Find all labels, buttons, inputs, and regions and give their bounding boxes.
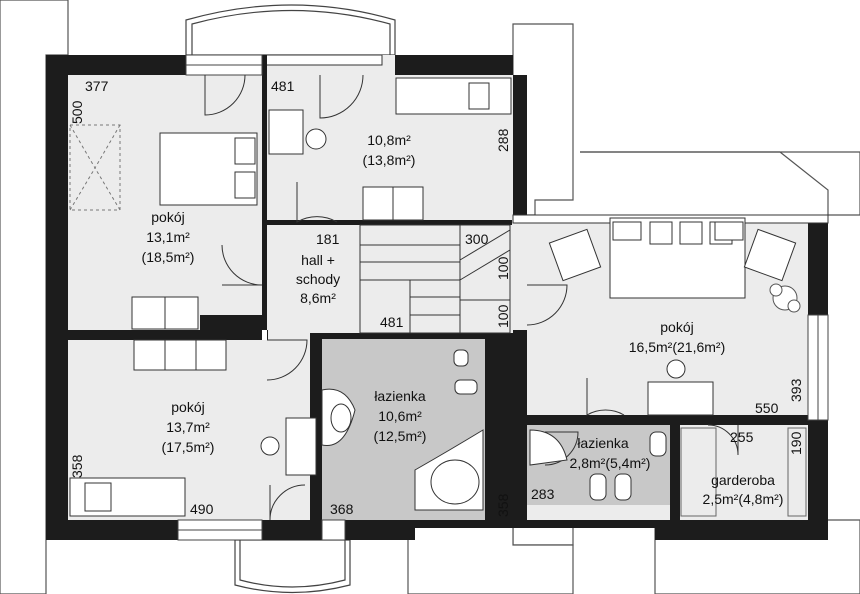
dim-393: 393 [788,378,804,402]
dim-300: 300 [465,231,489,247]
walls [46,54,829,540]
dim-100-a: 100 [495,256,511,280]
dim-358-left: 358 [69,454,85,478]
dim-255: 255 [730,429,754,445]
dim-550: 550 [755,400,779,416]
room-label-hall-line2: schody [296,271,340,287]
room-label-bedroom-e-name: pokój [660,319,693,335]
room-label-bedroom-e-area: 16,5m²(21,6m²) [629,339,725,355]
dim-100-b: 100 [495,304,511,328]
room-label-bathroom-small-area: 2,8m²(5,4m²) [570,455,651,471]
room-label-hall-area: 8,6m² [300,290,336,306]
room-label-room-n-total: (13,8m²) [363,152,416,168]
room-label-bathroom-small-name: łazienka [577,435,629,451]
dim-500: 500 [69,100,85,124]
dimension-labels: 377 500 481 288 181 300 100 100 481 393 … [69,78,804,517]
room-labels: pokój 13,1m² (18,5m²) 10,8m² (13,8m²) ha… [142,132,784,507]
dim-181: 181 [316,231,340,247]
interior-walls [68,55,818,525]
room-label-bedroom-sw-name: pokój [171,399,204,415]
room-label-bathroom-main-total: (12,5m²) [374,428,427,444]
bay-window-bottom [234,539,351,594]
room-label-bedroom-nw-area: 13,1m² [146,229,190,245]
dim-377: 377 [85,78,109,94]
room-label-bedroom-sw-area: 13,7m² [166,419,210,435]
furniture [69,77,807,517]
bay-window-top [185,4,396,56]
room-label-wardrobe-area: 2,5m²(4,8m²) [703,491,784,507]
room-label-bathroom-main-name: łazienka [374,388,426,404]
room-label-bedroom-sw-total: (17,5m²) [162,439,215,455]
dim-283: 283 [531,486,555,502]
dim-490: 490 [190,501,214,517]
dim-190: 190 [788,431,804,455]
room-label-room-n-area: 10,8m² [367,132,411,148]
staircase [359,224,511,334]
room-label-wardrobe-name: garderoba [711,472,775,488]
room-label-bedroom-nw-total: (18,5m²) [142,249,195,265]
dim-288: 288 [495,128,511,152]
dim-368: 368 [330,501,354,517]
room-label-bathroom-main-area: 10,6m² [378,408,422,424]
dim-481-mid: 481 [380,314,404,330]
doors [204,74,739,521]
room-label-hall-line1: hall + [301,252,335,268]
dim-358-mid: 358 [495,493,511,517]
windows [177,54,829,541]
dim-481-top: 481 [271,78,295,94]
room-label-bedroom-nw-name: pokój [151,209,184,225]
